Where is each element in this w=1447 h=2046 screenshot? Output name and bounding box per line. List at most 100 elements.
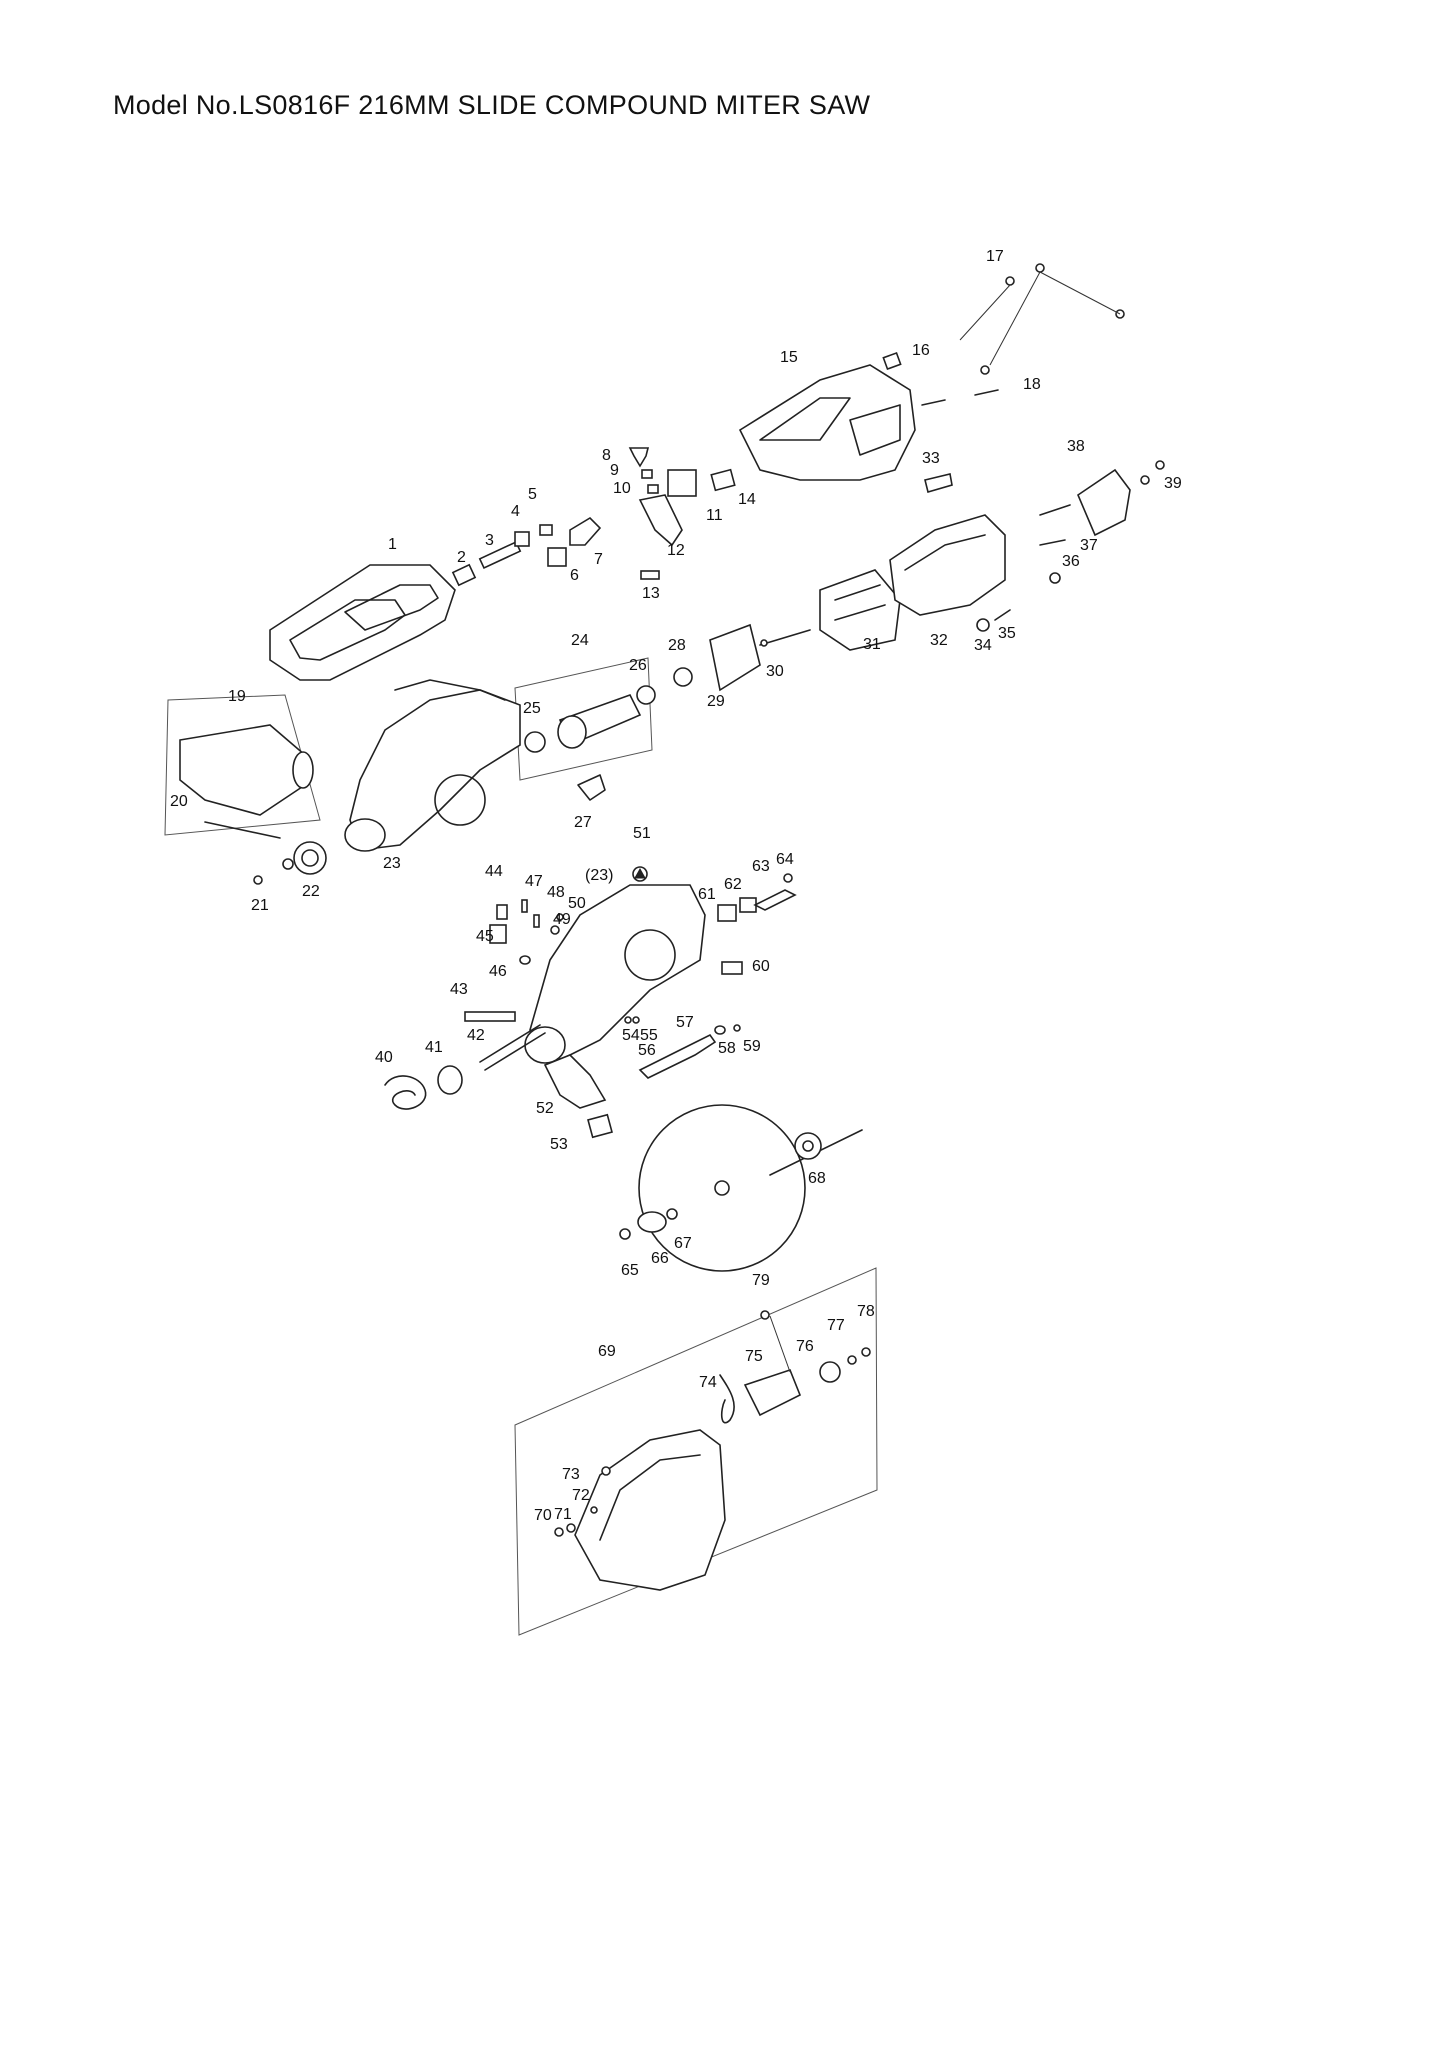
part-label-44: 44 [485,863,503,880]
part-label-62: 62 [724,876,742,893]
part-label-36: 36 [1062,553,1080,570]
part-label-78: 78 [857,1303,875,1320]
part-label-51: 51 [633,825,651,842]
part-label-48: 48 [547,884,565,901]
safety-guard-group-box [514,1267,878,1636]
part-label-70: 70 [534,1507,552,1524]
part-label-50: 50 [568,895,586,912]
part-label-16: 16 [912,342,930,359]
part-label-37: 37 [1080,537,1098,554]
warning-label-icon [632,866,648,882]
part-label-67: 67 [674,1235,692,1252]
part-label-19: 19 [228,688,246,705]
shaft-parts [521,899,564,935]
motor-housing-cover-part [738,364,916,481]
part-label-47: 47 [525,873,543,890]
part-label-22: 22 [302,883,320,900]
handle-part [269,564,456,681]
part-label-14: 14 [738,491,756,508]
page-title: Model No.LS0816F 216MM SLIDE COMPOUND MI… [113,90,871,120]
part-label-3: 3 [485,532,494,549]
part-label-9: 9 [610,462,619,479]
part-label-27: 27 [574,814,592,831]
part-label-20: 20 [170,793,188,810]
part-label-18: 18 [1023,376,1041,393]
part-label-52: 52 [536,1100,554,1117]
part-label-43: 43 [450,981,468,998]
part-label-31: 31 [863,636,881,653]
motor-end-parts [976,460,1165,632]
baffle-plate-parts [673,623,811,692]
armature-parts [524,685,656,801]
part-label-1: 1 [388,536,397,553]
part-label-4: 4 [511,503,520,520]
part-label-41: 41 [425,1039,443,1056]
part-label-63: 63 [752,858,770,875]
part-label-7: 7 [594,551,603,568]
part-label-28: 28 [668,637,686,654]
part-label-8: 8 [602,447,611,464]
part-label-35: 35 [998,625,1016,642]
part-label-49: 49 [553,911,571,928]
part-label-40: 40 [375,1049,393,1066]
part-label-72: 72 [572,1487,590,1504]
part-label-39: 39 [1164,475,1182,492]
part-label-45: 45 [476,928,494,945]
saw-blade-part [619,1104,863,1272]
part-label-34: 34 [974,637,992,654]
part-label-32: 32 [930,632,948,649]
gear-small-parts [384,904,546,1110]
dust-bag-part [179,724,314,839]
part-label-79: 79 [752,1272,770,1289]
guard-link-parts [717,873,797,975]
part-label-25: 25 [523,700,541,717]
motor-housing-part [889,514,1006,616]
part-label-68: 68 [808,1170,826,1187]
cover-screws [882,263,1125,406]
lever-parts [624,1016,741,1079]
part-label-53: 53 [550,1136,568,1153]
part-label-21: 21 [251,897,269,914]
part-label-55: 55 [640,1027,658,1044]
part-label-74: 74 [699,1374,717,1391]
part-label-12: 12 [667,542,685,559]
part-label-23-ref: (23) [585,867,613,884]
part-label-56: 56 [638,1042,656,1059]
part-label-38: 38 [1067,438,1085,455]
part-label-30: 30 [766,663,784,680]
brush-part [924,473,953,494]
part-label-58: 58 [718,1040,736,1057]
blade-case-part [344,679,521,852]
part-label-69: 69 [598,1343,616,1360]
part-label-5: 5 [528,486,537,503]
part-label-42: 42 [467,1027,485,1044]
part-label-66: 66 [651,1250,669,1267]
safety-guard-part [554,1310,871,1591]
switch-assembly-parts [628,447,736,580]
part-label-71: 71 [554,1506,572,1523]
part-label-23: 23 [383,855,401,872]
part-label-11: 11 [706,507,723,524]
part-label-61: 61 [698,886,716,903]
part-label-65: 65 [621,1262,639,1279]
part-label-24: 24 [571,632,589,649]
part-label-57: 57 [676,1014,694,1031]
part-label-73: 73 [562,1466,580,1483]
field-part [819,569,901,651]
part-label-54: 54 [622,1027,640,1044]
part-label-26: 26 [629,657,647,674]
armature-group-box [514,657,653,781]
part-label-64: 64 [776,851,794,868]
dust-bag-group-box [164,694,321,836]
part-label-2: 2 [457,549,466,566]
part-label-10: 10 [613,480,631,497]
part-label-60: 60 [752,958,770,975]
part-label-33: 33 [922,450,940,467]
part-label-13: 13 [642,585,660,602]
chip-deflector-parts [543,1054,613,1139]
part-label-29: 29 [707,693,725,710]
part-label-75: 75 [745,1348,763,1365]
part-label-6: 6 [570,567,579,584]
part-label-76: 76 [796,1338,814,1355]
